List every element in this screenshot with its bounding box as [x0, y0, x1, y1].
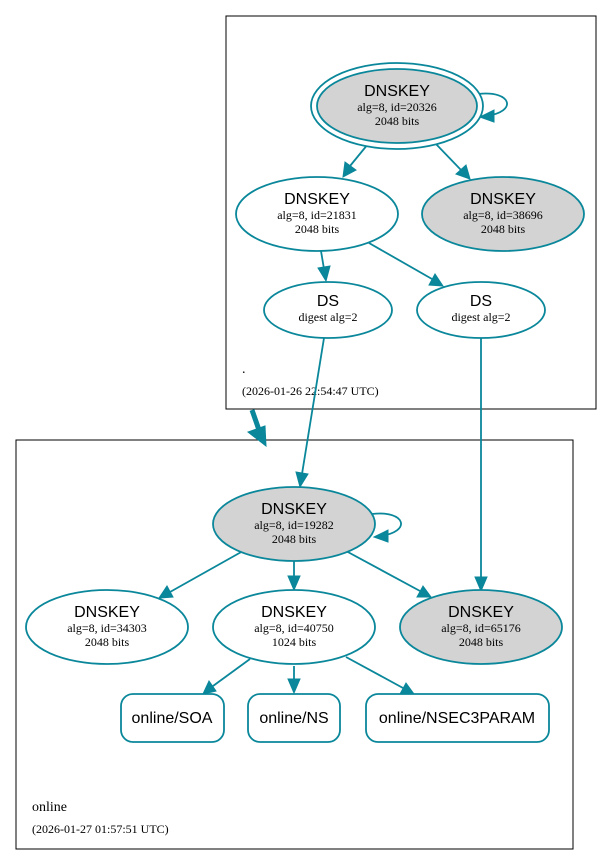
online-ksk-ellipse	[212, 486, 376, 562]
edge-online-ksk-to-34303-arrow	[158, 585, 174, 599]
root-zone-box	[225, 15, 597, 410]
rr-soa-box	[120, 693, 225, 743]
online-key-34303-title: DNSKEY	[74, 604, 140, 621]
root-zone-label: .	[242, 362, 246, 377]
edges	[158, 92, 508, 695]
node-online-ksk[interactable]: DNSKEY alg=8, id=19282 2048 bits	[212, 486, 376, 562]
node-root-zsk-active[interactable]: DNSKEY alg=8, id=21831 2048 bits	[235, 176, 399, 252]
node-root-ksk[interactable]: DNSKEY alg=8, id=20326 2048 bits	[310, 62, 484, 150]
online-key-34303-line2: 2048 bits	[85, 635, 130, 649]
ds-a-title: DS	[317, 293, 339, 310]
edge-zsk-to-ds-a	[320, 250, 325, 270]
node-root-zsk-standby[interactable]: DNSKEY alg=8, id=38696 2048 bits	[421, 176, 585, 252]
edge-ds-a-to-online-ksk	[301, 337, 325, 475]
edge-online-ksk-to-34303	[169, 550, 244, 593]
rr-nsec3param-box	[365, 693, 550, 743]
root-ksk-line1: alg=8, id=20326	[357, 100, 437, 114]
node-online-key-65176[interactable]: DNSKEY alg=8, id=65176 2048 bits	[399, 589, 563, 665]
root-zsk-standby-line1: alg=8, id=38696	[463, 208, 543, 222]
edge-online-ksk-self-arrow	[372, 529, 389, 543]
node-ds-a[interactable]: DS digest alg=2	[263, 281, 393, 339]
edge-zsk-to-soa	[212, 658, 251, 687]
edge-zsk-to-ds-a-arrow	[317, 265, 331, 283]
ds-b-line1: digest alg=2	[451, 310, 510, 324]
root-ksk-ellipse	[316, 68, 478, 144]
rr-nsec3param-label: online/NSEC3PARAM	[379, 710, 535, 727]
edge-zsk-to-ns-arrow	[287, 678, 301, 695]
ds-a-line1: digest alg=2	[298, 310, 357, 324]
edge-root-ksk-self-arrow	[478, 109, 495, 123]
online-zone-box	[15, 439, 574, 850]
online-zone-label: online	[32, 800, 67, 815]
edge-zsk-to-ds-b-arrow	[428, 273, 444, 287]
edge-root-ksk-to-standby	[434, 142, 462, 171]
edge-online-ksk-to-zsk-arrow	[287, 575, 301, 592]
node-ds-b[interactable]: DS digest alg=2	[416, 281, 546, 339]
edge-root-ksk-to-zsk	[349, 143, 369, 167]
edge-zsk-to-nsec3param	[345, 656, 404, 689]
rr-ns-label: online/NS	[259, 710, 328, 727]
root-ksk-title: DNSKEY	[364, 83, 430, 100]
root-zsk-standby-title: DNSKEY	[470, 191, 536, 208]
edge-zsk-to-ds-b	[368, 242, 433, 280]
root-zsk-active-title: DNSKEY	[284, 191, 350, 208]
online-key-65176-line2: 2048 bits	[459, 635, 504, 649]
online-key-34303-line1: alg=8, id=34303	[67, 621, 147, 635]
node-rr-soa[interactable]: online/SOA	[120, 693, 225, 743]
edge-zsk-to-soa-arrow	[202, 680, 217, 695]
root-zone: . (2026-01-26 22:54:47 UTC)	[225, 15, 597, 410]
root-zsk-standby-ellipse	[421, 176, 585, 252]
root-zsk-active-line1: alg=8, id=21831	[277, 208, 357, 222]
root-ksk-line2: 2048 bits	[375, 114, 420, 128]
edge-ds-a-to-online-ksk-arrow	[295, 471, 309, 489]
edge-delegation-arrow	[246, 425, 267, 448]
root-zone-timestamp: (2026-01-26 22:54:47 UTC)	[242, 384, 379, 398]
online-ksk-line1: alg=8, id=19282	[254, 518, 334, 532]
edge-online-ksk-to-65176-arrow	[416, 585, 432, 598]
online-ksk-line2: 2048 bits	[272, 532, 317, 546]
ds-b-ellipse	[416, 281, 546, 339]
edge-ds-b-to-online-65176-arrow	[474, 576, 488, 593]
online-key-65176-ellipse	[399, 589, 563, 665]
online-zsk-ellipse	[212, 589, 376, 665]
root-zsk-standby-line2: 2048 bits	[481, 222, 526, 236]
online-ksk-title: DNSKEY	[261, 501, 327, 518]
online-key-34303-ellipse	[25, 589, 189, 665]
node-online-key-34303[interactable]: DNSKEY alg=8, id=34303 2048 bits	[25, 589, 189, 665]
root-zsk-active-line2: 2048 bits	[295, 222, 340, 236]
node-rr-nsec3param[interactable]: online/NSEC3PARAM	[365, 693, 550, 743]
rr-ns-box	[247, 693, 341, 743]
edge-root-ksk-to-zsk-arrow	[342, 161, 357, 178]
edge-online-ksk-to-65176	[345, 550, 421, 592]
ds-a-ellipse	[263, 281, 393, 339]
online-zone-timestamp: (2026-01-27 01:57:51 UTC)	[32, 822, 169, 836]
online-zone: online (2026-01-27 01:57:51 UTC)	[15, 439, 574, 850]
root-zsk-active-ellipse	[235, 176, 399, 252]
node-rr-ns[interactable]: online/NS	[247, 693, 341, 743]
online-zsk-line2: 1024 bits	[272, 635, 317, 649]
ds-b-title: DS	[470, 293, 492, 310]
online-zsk-line1: alg=8, id=40750	[254, 621, 334, 635]
online-key-65176-title: DNSKEY	[448, 604, 514, 621]
node-online-zsk[interactable]: DNSKEY alg=8, id=40750 1024 bits	[212, 589, 376, 665]
edge-root-ksk-to-standby-arrow	[455, 164, 471, 180]
online-zsk-title: DNSKEY	[261, 604, 327, 621]
rr-soa-label: online/SOA	[132, 710, 213, 727]
edge-delegation	[249, 409, 262, 431]
online-key-65176-line1: alg=8, id=65176	[441, 621, 521, 635]
